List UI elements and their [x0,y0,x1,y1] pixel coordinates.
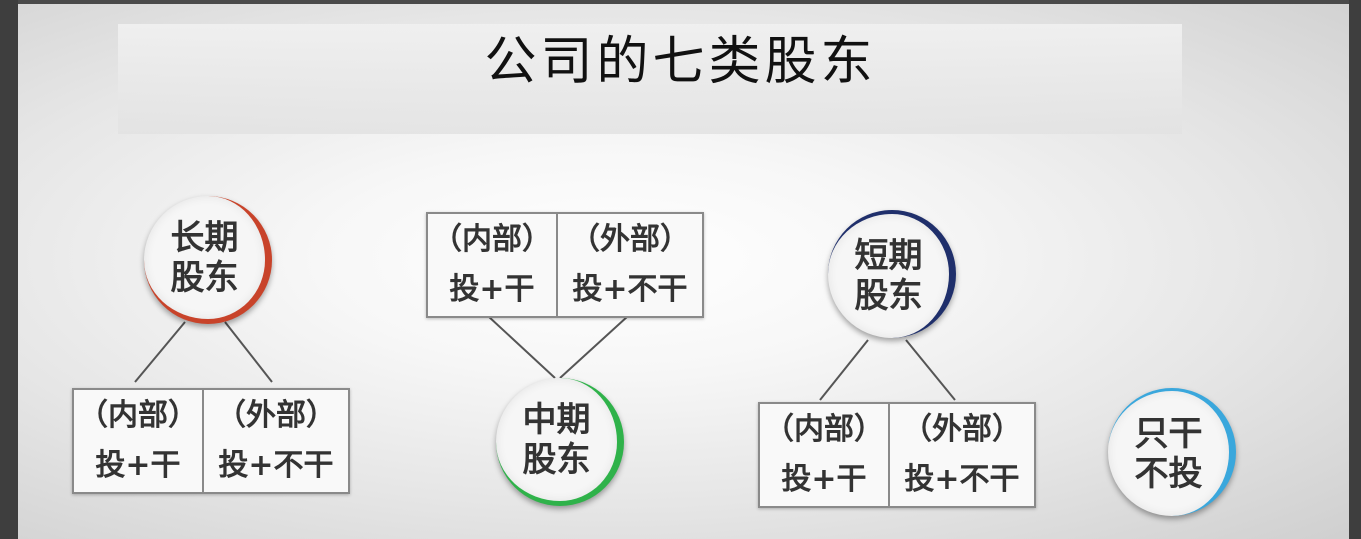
internal-label: （内部） [78,398,198,433]
internal-cell: （内部） 投+干 [428,214,556,316]
top-edge [0,0,1361,4]
external-label: （外部） [216,398,336,433]
long-term-shareholder-circle: 长期 股东 [144,196,272,324]
connector-long-left [134,321,186,383]
internal-label: （内部） [764,412,884,447]
internal-cell: （内部） 投+干 [74,390,202,492]
external-desc: 投+不干 [218,448,334,483]
connector-long-right [224,321,273,383]
work-only-circle: 只干 不投 [1108,388,1236,516]
left-edge [0,0,18,539]
connector-short-left [819,339,869,401]
external-cell: （外部） 投+不干 [888,404,1034,506]
circle-line1: 长期 [170,217,239,258]
internal-label: （内部） [432,222,552,257]
right-edge [1349,0,1361,539]
connector-mid-right [559,315,629,379]
internal-desc: 投+干 [781,462,867,497]
connector-mid-left [487,315,556,379]
circle-line1: 只干 [1134,413,1203,454]
internal-desc: 投+干 [95,448,181,483]
circle-line1: 短期 [854,236,923,276]
circle-line2: 股东 [170,257,239,298]
external-desc: 投+不干 [572,272,688,307]
circle-line2: 股东 [522,439,591,480]
circle-line1: 中期 [522,399,591,440]
short-term-type-box: （内部） 投+干 （外部） 投+不干 [758,402,1036,508]
external-label: （外部） [902,412,1022,447]
external-label: （外部） [570,222,690,257]
external-desc: 投+不干 [904,462,1020,497]
long-term-type-box: （内部） 投+干 （外部） 投+不干 [72,388,350,494]
short-term-shareholder-circle: 短期 股东 [828,210,956,338]
external-cell: （外部） 投+不干 [202,390,348,492]
mid-term-shareholder-circle: 中期 股东 [496,378,624,506]
external-cell: （外部） 投+不干 [556,214,702,316]
mid-term-type-box: （内部） 投+干 （外部） 投+不干 [426,212,704,318]
internal-cell: （内部） 投+干 [760,404,888,506]
internal-desc: 投+干 [449,272,535,307]
page-title: 公司的七类股东 [484,32,877,92]
title-band [118,24,1182,134]
circle-line2: 不投 [1134,453,1203,494]
connector-short-right [905,339,956,401]
circle-line2: 股东 [854,276,923,316]
